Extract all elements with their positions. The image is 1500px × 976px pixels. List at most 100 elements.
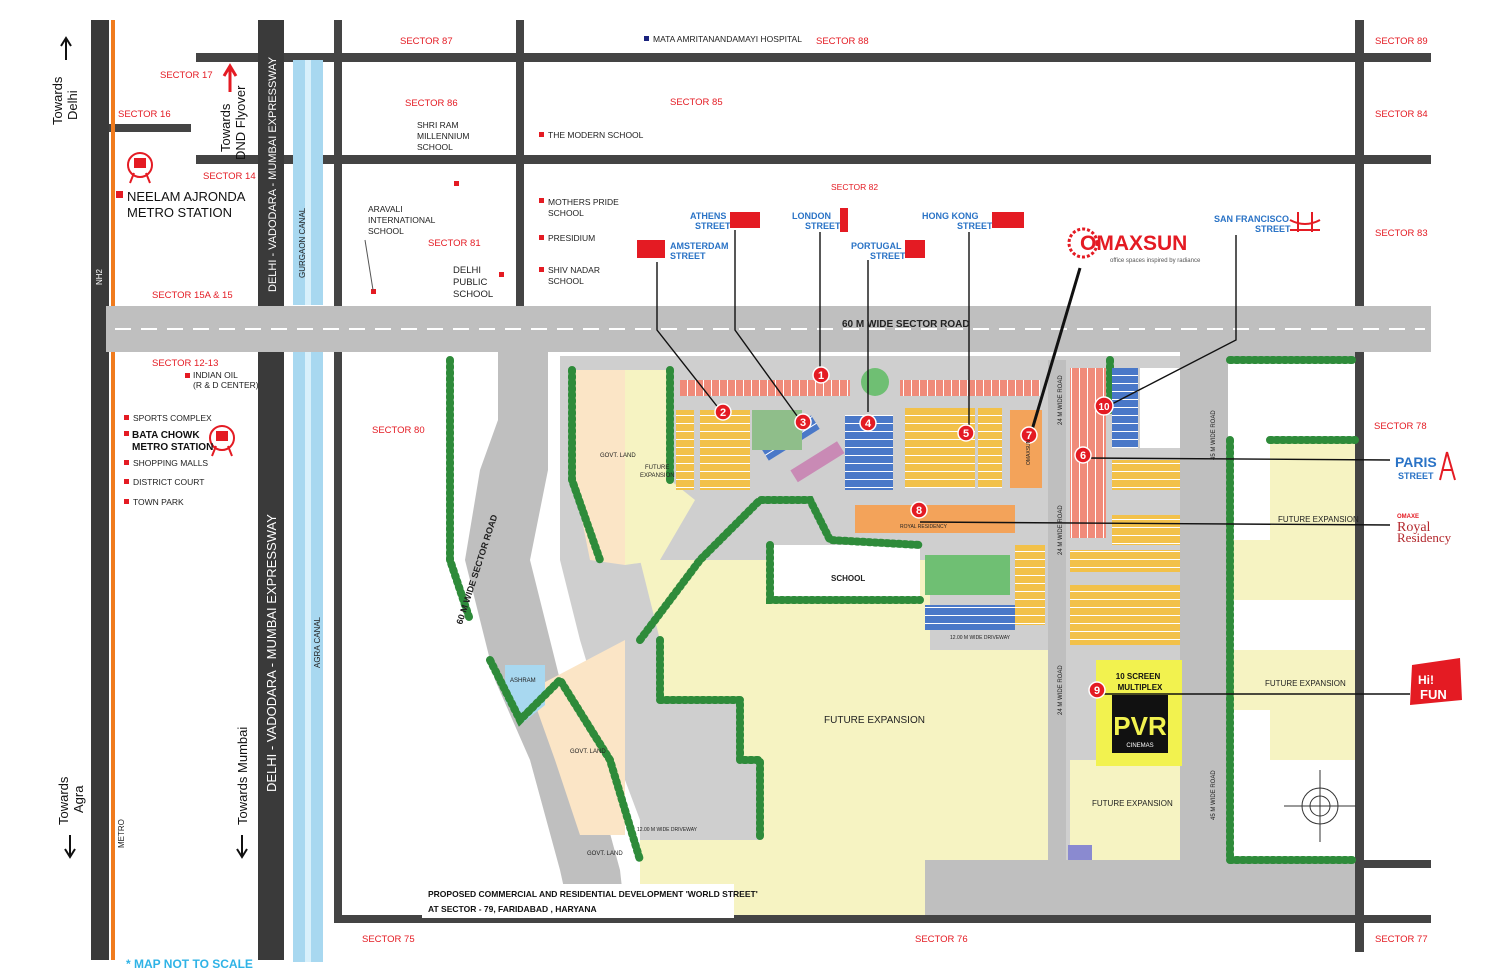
expressway (258, 20, 284, 960)
label-aravali-1: ARAVALI (368, 204, 403, 214)
label-presidium: PRESIDIUM (548, 233, 595, 243)
omaxsun-brand: OMAXSUN (1080, 232, 1187, 255)
block-hk2 (905, 408, 975, 488)
label-sector-16: SECTOR 16 (118, 109, 171, 120)
label-paris-2: STREET (1398, 471, 1434, 481)
label-towards-mumbai: Towards Mumbai (235, 727, 250, 825)
hifun-logo (1410, 658, 1462, 705)
pvr-logo: PVR (1113, 711, 1167, 741)
road-45m (1180, 352, 1228, 862)
london-icon (840, 208, 848, 232)
label-sector-76: SECTOR 76 (915, 934, 968, 945)
label-future-multiplex: FUTURE EXPANSION (1092, 799, 1173, 808)
label-towards-agra-1: Towards (56, 776, 71, 825)
label-london-1: LONDON (792, 211, 831, 221)
label-sector-75: SECTOR 75 (362, 934, 415, 945)
label-sector-77: SECTOR 77 (1375, 934, 1428, 945)
number-markers (714, 366, 1114, 699)
marker-1: 1 (818, 370, 824, 382)
royal-omaxe: OMAXE (1397, 514, 1419, 520)
marker-8: 8 (916, 505, 922, 517)
block-hongkong (900, 380, 1040, 396)
direction-arrows (60, 36, 248, 859)
label-athens-1: ATHENS (690, 211, 726, 221)
label-shriram-1: SHRI RAM (417, 120, 459, 130)
label-towards-dnd-1: Towards (218, 103, 233, 152)
portugal-icon (905, 240, 925, 258)
marker-5: 5 (963, 428, 969, 440)
label-sector-78: SECTOR 78 (1374, 421, 1427, 432)
label-future-1b: EXPANSION (640, 473, 675, 479)
amsterdam-icon (637, 240, 665, 258)
label-neelam-1: NEELAM AJRONDA (127, 189, 246, 204)
future-expansion-far-right-2 (1230, 650, 1355, 760)
label-bata-2: METRO STATION (132, 442, 213, 453)
label-expressway-top: DELHI - VADODARA - MUMBAI EXPRESSWAY (267, 56, 279, 292)
label-future-right-top: FUTURE EXPANSION (1278, 515, 1359, 524)
hongkong-icon (992, 212, 1024, 228)
block-center-2 (1112, 515, 1180, 545)
label-sports: SPORTS COMPLEX (133, 413, 212, 423)
roundabout (861, 368, 889, 396)
label-malls: SHOPPING MALLS (133, 458, 208, 468)
label-metro-line: METRO (117, 819, 126, 848)
label-modern: THE MODERN SCHOOL (548, 130, 644, 140)
label-govt-land-1: GOVT. LAND (600, 453, 636, 459)
marker-4: 4 (865, 418, 872, 430)
street-icons (637, 208, 1456, 481)
label-hongkong-1: HONG KONG (922, 211, 979, 221)
block-athens (700, 410, 750, 490)
block-diag-2 (790, 441, 845, 483)
label-hongkong-2: STREET (957, 221, 993, 231)
label-bata-1: BATA CHOWK (132, 430, 200, 441)
block-center-3 (1070, 550, 1180, 572)
block-sf-tower (1140, 368, 1180, 448)
nh2-road (91, 20, 109, 960)
marker-2: 2 (720, 407, 726, 419)
label-sector-road: 60 M WIDE SECTOR ROAD (842, 319, 970, 330)
label-london-2: STREET (805, 221, 841, 231)
label-sector-80: SECTOR 80 (372, 425, 425, 436)
label-sector-89: SECTOR 89 (1375, 36, 1428, 47)
block-center-1 (1112, 460, 1180, 490)
future-expansion-1 (625, 370, 695, 565)
block-hk3 (978, 408, 1002, 488)
label-sector-82: SECTOR 82 (831, 182, 878, 192)
label-driveway-2: 12.00 M WIDE DRIVEWAY (637, 827, 698, 833)
hifun-fun: FUN (1420, 687, 1447, 702)
label-sector-12: SECTOR 12-13 (152, 358, 218, 369)
label-hospital: MATA AMRITANANDAMAYI HOSPITAL (653, 34, 802, 44)
label-neelam-2: METRO STATION (127, 205, 232, 220)
metro-line (111, 20, 115, 960)
label-omaxsun-bldg: OMAXSUN (1026, 439, 1032, 465)
label-court: DISTRICT COURT (133, 477, 204, 487)
label-sector-84: SECTOR 84 (1375, 109, 1428, 120)
footnote: * MAP NOT TO SCALE (126, 957, 253, 971)
block-omaxsun (1010, 410, 1042, 488)
label-towards-delhi-1: Towards (50, 76, 65, 125)
label-shriram-2: MILLENNIUM (417, 131, 469, 141)
label-sector-87: SECTOR 87 (400, 36, 453, 47)
block-lower-2 (1015, 545, 1045, 625)
marker-3: 3 (800, 417, 806, 429)
label-sector-85: SECTOR 85 (670, 97, 723, 108)
label-govt-land-2: GOVT. LAND (570, 749, 606, 755)
royal-word-2: Residency (1397, 530, 1452, 545)
future-expansion-far-right-1 (1230, 440, 1355, 600)
label-agra-canal: AGRA CANAL (313, 616, 322, 668)
label-indianoil-1: INDIAN OIL (193, 370, 238, 380)
compass (1284, 770, 1356, 842)
omaxsun-logo (1067, 227, 1099, 259)
label-sector-15: SECTOR 15A & 15 (152, 290, 233, 301)
label-ashram: ASHRAM (510, 678, 536, 684)
label-athens-2: STREET (695, 221, 731, 231)
school-plot (770, 545, 920, 600)
label-indianoil-2: (R & D CENTER) (193, 380, 259, 390)
label-sector-17: SECTOR 17 (160, 70, 213, 81)
neelam-metro-icon (127, 152, 153, 184)
block-amsterdam (676, 410, 694, 490)
caption-line-2: AT SECTOR - 79, FARIDABAD , HARYANA (428, 904, 597, 914)
sf-bridge-icon (1289, 212, 1321, 232)
label-mothers-1: MOTHERS PRIDE (548, 197, 619, 207)
label-dps-2: PUBLIC (453, 277, 487, 288)
